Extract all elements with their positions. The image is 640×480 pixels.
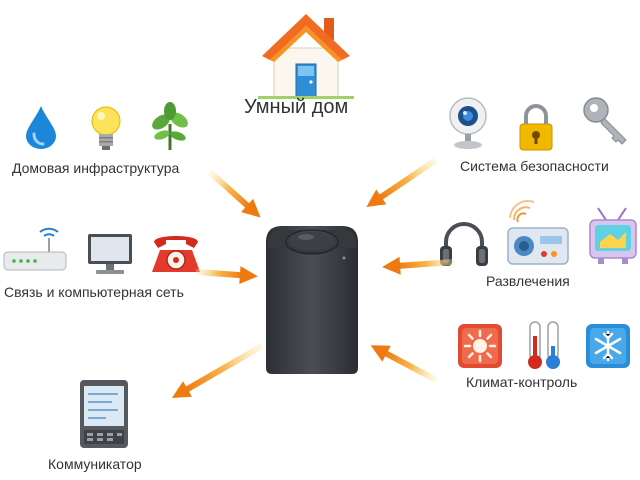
arrow-security xyxy=(366,157,438,207)
smartphone-icon xyxy=(78,378,130,450)
computer-monitor-icon xyxy=(86,232,134,276)
key-icon xyxy=(580,94,632,146)
water-drop-icon xyxy=(24,104,58,150)
arrow-network xyxy=(195,266,258,285)
communicator-label: Коммуникатор xyxy=(48,456,142,472)
smart-speaker-icon xyxy=(260,218,364,378)
infrastructure-label: Домовая инфраструктура xyxy=(12,160,180,176)
tv-icon xyxy=(588,206,638,268)
entertainment-label: Развлечения xyxy=(486,273,570,289)
arrow-infrastructure xyxy=(207,169,261,218)
heater-icon xyxy=(456,322,504,370)
padlock-icon xyxy=(516,104,556,152)
arrow-entertainment xyxy=(382,256,455,275)
network-label: Связь и компьютерная сеть xyxy=(4,284,184,300)
arrow-communicator xyxy=(171,343,264,398)
radio-icon xyxy=(500,196,572,268)
snowflake-icon xyxy=(584,322,632,370)
house-icon xyxy=(258,8,354,100)
telephone-icon xyxy=(148,230,204,276)
light-bulb-icon xyxy=(88,104,124,152)
thermometer-icon xyxy=(526,320,562,372)
climate-label: Климат-контроль xyxy=(466,374,578,390)
security-label: Система безопасности xyxy=(460,158,609,174)
plant-icon xyxy=(150,102,190,152)
arrow-climate xyxy=(370,345,438,383)
diagram-title: Умный дом xyxy=(244,96,349,118)
webcam-icon xyxy=(446,96,490,150)
wifi-router-icon xyxy=(2,227,68,274)
